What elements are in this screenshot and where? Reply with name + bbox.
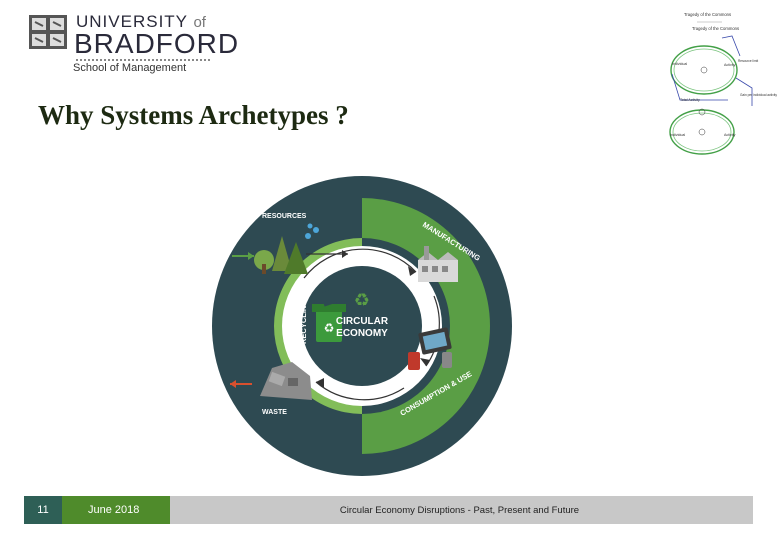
- archetype-title-top: Tragedy of the Commons: [684, 12, 731, 17]
- node-activity-bottom: Activity: [724, 133, 736, 137]
- bottom-loop: [669, 109, 735, 155]
- loop-marker-top: [700, 66, 708, 74]
- slide-number: 11: [24, 496, 62, 524]
- top-loop: [670, 45, 738, 95]
- loop-marker-mid: [698, 108, 706, 116]
- devices-illustration: [408, 327, 452, 370]
- node-gain: Gain per individual activity: [740, 93, 777, 97]
- footer-date: June 2018: [62, 496, 170, 524]
- waste-pile-illustration: [260, 362, 312, 400]
- footer-text: Circular Economy Disruptions - Past, Pre…: [170, 496, 753, 524]
- bradford-wordmark: BRADFORD: [74, 28, 240, 59]
- archetype-diagram: Tragedy of the Commons Tragedy of the Co…: [669, 12, 777, 155]
- university-text: UNIVERSITY: [76, 12, 188, 31]
- node-individual-top: Individual: [672, 62, 687, 66]
- resources-illustration: [254, 223, 319, 274]
- cycle-arrow-top: [303, 248, 417, 279]
- center-label-line1: CIRCULAR: [336, 316, 389, 327]
- top-loop-inner: [673, 48, 735, 92]
- crest-icon: [29, 15, 67, 49]
- logo-divider: [76, 59, 210, 61]
- circular-economy-diagram: ♻ RESOURCES WASTE RECYCLING MANUFACTURIN…: [212, 176, 512, 476]
- school-name: School of Management: [73, 62, 187, 74]
- cycle-arrow-bottom: [315, 381, 405, 401]
- university-wordmark: UNIVERSITY of: [76, 12, 206, 32]
- university-logo: UNIVERSITY of BRADFORD School of Managem…: [28, 12, 238, 78]
- node-resource-limit: Resource limit: [738, 59, 758, 63]
- archetype-title-inner: Tragedy of the Commons: [692, 26, 739, 31]
- recycling-bin-illustration: ♻: [312, 287, 346, 342]
- node-activity-top: Activity: [724, 63, 736, 67]
- svg-text:♻: ♻: [324, 321, 335, 335]
- bottom-loop-inner: [672, 112, 732, 152]
- slide-footer: 11 June 2018 Circular Economy Disruption…: [0, 494, 780, 526]
- loop-marker-bottom: [698, 128, 706, 136]
- center-recycle-icon: ♻: [354, 290, 370, 311]
- node-individual-bottom: Individual: [670, 133, 685, 137]
- university-of-text: of: [193, 14, 206, 31]
- label-waste: WASTE: [262, 409, 287, 416]
- label-resources: RESOURCES: [262, 213, 307, 220]
- slide-title: Why Systems Archetypes ?: [38, 100, 349, 130]
- factory-illustration: [418, 246, 458, 282]
- label-recycling: RECYCLING: [299, 300, 308, 344]
- node-total-activity: Total Activity: [680, 98, 700, 102]
- center-label-line2: ECONOMY: [336, 328, 388, 339]
